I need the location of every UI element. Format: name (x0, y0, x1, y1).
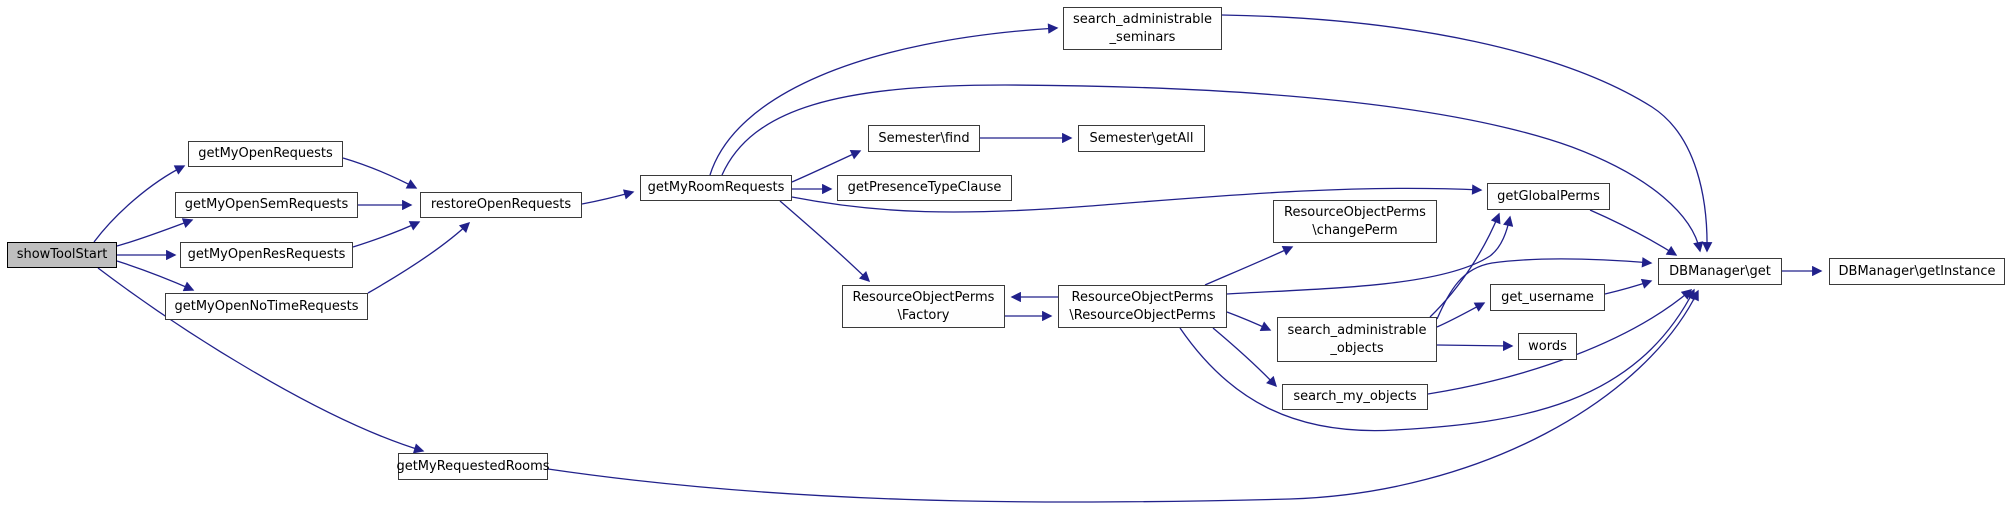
node-getMyRequestedRooms[interactable]: getMyRequestedRooms (396, 453, 550, 480)
node-search_my_objects[interactable]: search_my_objects (1282, 384, 1428, 410)
edge-showToolStart-to-getMyOpenSemRequests (116, 218, 194, 247)
edge-search_administrable_objects-to-DBManager_get (1436, 257, 1653, 320)
node-getMyOpenRequests[interactable]: getMyOpenRequests (188, 141, 343, 167)
node-search_administrable_objects[interactable]: search_administrable _objects (1277, 317, 1437, 362)
edge-getMyRoomRequests-to-search_administrable_seminars (709, 23, 1059, 176)
edge-search_administrable_objects-to-getGlobalPerms (1429, 212, 1501, 318)
node-Semester_getAll[interactable]: Semester\getAll (1078, 125, 1205, 152)
edge-restoreOpenRequests-to-getMyRoomRequests (581, 189, 635, 205)
edge-getMyOpenResRequests-to-restoreOpenRequests (352, 221, 421, 248)
edge-search_administrable_objects-to-get_username (1436, 302, 1486, 328)
edge-ResourceObjectPerms_ResourceObjectPerms-to-search_administrable_objects (1226, 311, 1272, 331)
node-Semester_find[interactable]: Semester\find (868, 125, 980, 152)
node-getGlobalPerms[interactable]: getGlobalPerms (1487, 183, 1610, 210)
node-restoreOpenRequests[interactable]: restoreOpenRequests (420, 192, 582, 218)
edge-getMyRoomRequests-to-getGlobalPerms (791, 184, 1483, 213)
edge-search_administrable_seminars-to-DBManager_get (1221, 14, 1713, 253)
edge-getMyRoomRequests-to-Semester_find (791, 149, 862, 183)
edge-getGlobalPerms-to-DBManager_get (1589, 209, 1678, 256)
node-words[interactable]: words (1518, 333, 1577, 360)
node-getMyOpenSemRequests[interactable]: getMyOpenSemRequests (175, 192, 358, 218)
node-ResourceObjectPerms_changePerm[interactable]: ResourceObjectPerms \changePerm (1273, 200, 1437, 243)
node-DBManager_get[interactable]: DBManager\get (1658, 258, 1782, 285)
node-getMyOpenNoTimeRequests[interactable]: getMyOpenNoTimeRequests (165, 293, 368, 320)
edge-getMyRequestedRooms-to-DBManager_get (547, 289, 1699, 503)
edge-getMyOpenNoTimeRequests-to-restoreOpenRequests (367, 221, 471, 294)
node-get_username[interactable]: get_username (1490, 284, 1605, 311)
edge-ResourceObjectPerms_ResourceObjectPerms-to-DBManager_get (1179, 288, 1695, 432)
edge-ResourceObjectPerms_ResourceObjectPerms-to-search_my_objects (1212, 327, 1278, 388)
edge-showToolStart-to-getMyOpenNoTimeRequests (116, 260, 195, 292)
node-getMyOpenResRequests[interactable]: getMyOpenResRequests (180, 242, 353, 268)
edge-showToolStart-to-getMyOpenRequests (93, 165, 186, 243)
node-DBManager_getInstance[interactable]: DBManager\getInstance (1829, 258, 2005, 285)
edge-get_username-to-DBManager_get (1604, 278, 1653, 295)
node-getPresenceTypeClause[interactable]: getPresenceTypeClause (837, 175, 1012, 201)
edge-getMyRoomRequests-to-DBManager_get (721, 84, 1704, 253)
node-search_administrable_seminars[interactable]: search_administrable _seminars (1063, 7, 1222, 50)
edge-search_administrable_objects-to-words (1436, 340, 1514, 352)
edge-showToolStart-to-getMyRequestedRooms (97, 267, 425, 454)
node-ResourceObjectPerms_Factory[interactable]: ResourceObjectPerms \Factory (842, 285, 1005, 328)
edge-ResourceObjectPerms_ResourceObjectPerms-to-getGlobalPerms (1226, 215, 1514, 295)
node-showToolStart: showToolStart (7, 242, 117, 268)
edge-getMyOpenRequests-to-restoreOpenRequests (342, 157, 418, 189)
node-getMyRoomRequests[interactable]: getMyRoomRequests (640, 175, 792, 201)
edge-getMyRoomRequests-to-ResourceObjectPerms_Factory (779, 200, 871, 283)
node-ResourceObjectPerms_ResourceObjectPerms[interactable]: ResourceObjectPerms \ResourceObjectPerms (1058, 285, 1227, 328)
edge-ResourceObjectPerms_ResourceObjectPerms-to-ResourceObjectPerms_changePerm (1204, 246, 1294, 286)
